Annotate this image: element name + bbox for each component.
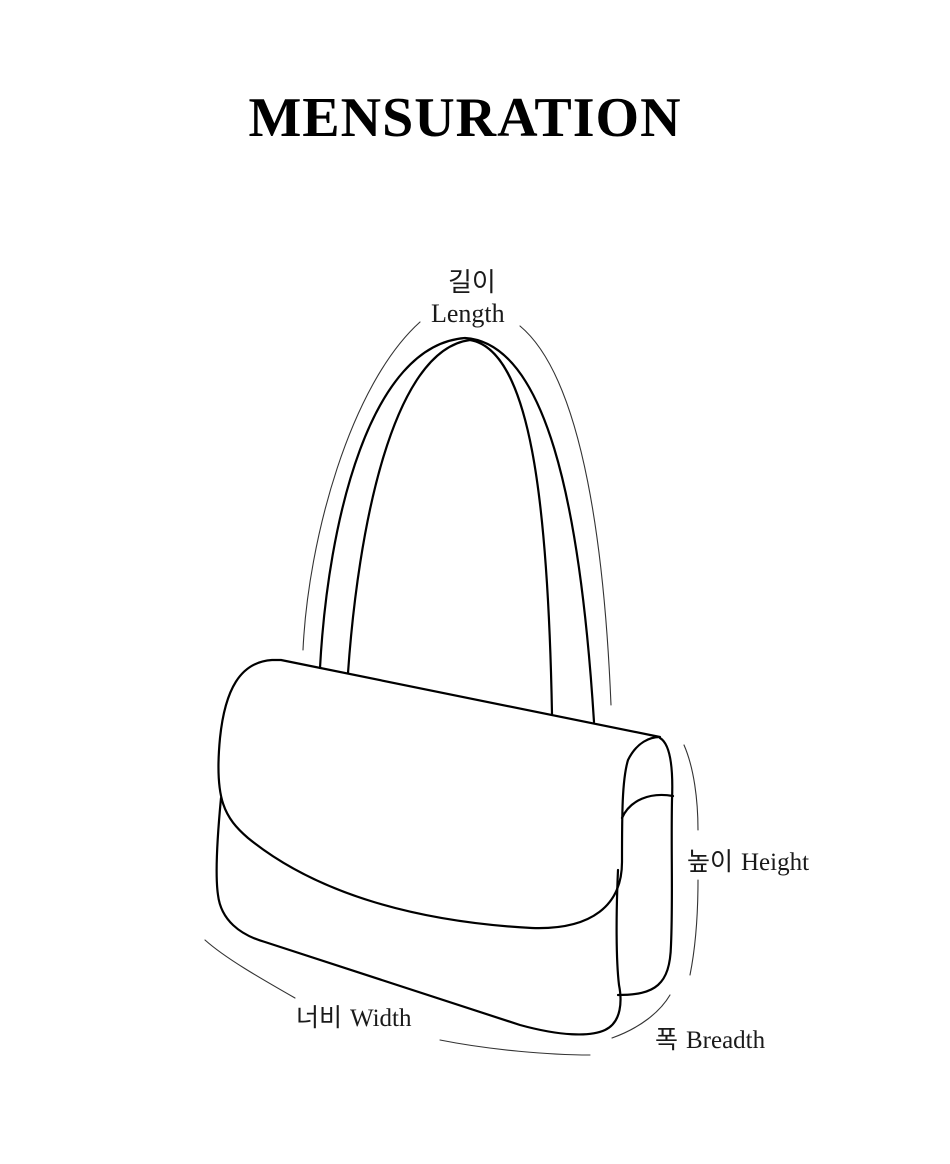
bag-front-body [215, 796, 622, 1036]
length-en-text: Length [431, 299, 505, 328]
page-title: MENSURATION [248, 87, 682, 149]
breadth-en-text: Breadth [685, 1027, 766, 1054]
width-guide-left [204, 939, 296, 999]
height-en-text: Height [740, 849, 810, 876]
height-guide-top [683, 744, 699, 831]
width-guide-right [439, 1039, 591, 1056]
handle-strap-inner [346, 338, 554, 716]
breadth-label: 폭 Breadth [655, 1020, 765, 1056]
handle-strap-outer [318, 336, 596, 724]
height-ko-text: 높이 [687, 847, 734, 876]
width-ko-text: 너비 [296, 1003, 343, 1032]
length-guide-left [302, 321, 421, 651]
height-label: 높이 Height [687, 842, 809, 878]
bag-side-crease [620, 793, 675, 820]
width-en-text: Width [349, 1005, 412, 1032]
length-ko-text: 길이 [448, 268, 496, 298]
bag-flap [217, 658, 662, 930]
length-guide-right [519, 325, 612, 706]
breadth-guide [611, 994, 671, 1039]
length-label-english: Length [431, 299, 505, 329]
height-guide-bottom [689, 879, 699, 976]
width-label: 너비 Width [296, 998, 411, 1034]
length-label-korean: 길이 [448, 262, 496, 299]
breadth-ko-text: 폭 [655, 1025, 679, 1054]
bag-side-panel [616, 736, 674, 997]
